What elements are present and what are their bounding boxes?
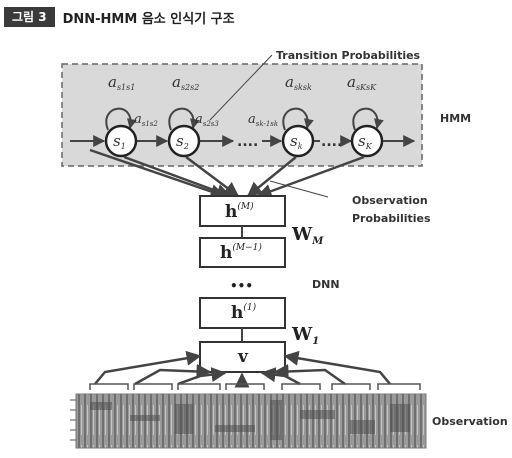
layer-h1-label: h(1) [231,302,257,323]
spectrogram-texture [90,400,410,440]
self-loop-s2 [168,107,200,131]
state-s1 [104,124,138,158]
observation-probabilities-label-1: Observation [352,194,428,207]
feature-arrow-2 [134,363,212,386]
layer-hM1 [199,237,286,268]
self-loop-label-k: asksk [285,73,312,92]
transition-probabilities-label: Transition Probabilities [276,49,421,62]
transition-label-1-2: as1s2 [134,112,158,128]
layer-v-label: v [237,347,249,367]
self-loop-sk [282,107,314,131]
observation-leader-line [269,180,329,198]
feature-arrow-3 [177,367,227,386]
state-sK [350,124,384,158]
layer-ellipsis: ••• [230,279,253,293]
state-s2 [167,124,201,158]
transition-label-2-3: as2s3 [195,112,219,128]
observation-probabilities-label-2: Probabilities [352,212,431,225]
state-label-s2: s2 [176,132,189,151]
chain-ellipsis-2: .... [321,134,342,150]
feature-arrow-1 [94,350,202,385]
layer-hM1-label: h(M−1) [220,242,262,263]
self-loop-sK [352,107,384,131]
dnn-label: DNN [312,278,340,291]
emission-arrow-sK [256,155,365,199]
emission-arrow-sk [246,156,297,197]
hmm-label: HMM [440,112,471,125]
spectrogram-axis-ticks [70,399,76,441]
weight-WM: WM [291,224,324,247]
figure-caption: 그림 3 DNN-HMM 음소 인식기 구조 [4,6,235,28]
emission-arrow-0 [89,148,226,199]
figure-title: DNN-HMM 음소 인식기 구조 [62,11,235,27]
layer-v [199,341,286,373]
feature-arrow-7 [283,350,391,385]
transition-leader-line [209,54,273,121]
layer-h1 [199,297,286,329]
layer-hM-label: h(M) [225,201,254,222]
feature-arrow-6 [273,363,346,386]
observation-label: Observation [432,415,508,428]
state-label-sk: sk [290,132,303,151]
state-label-sK: sK [358,132,373,151]
feature-arrow-5 [260,367,301,386]
state-sk [281,124,315,158]
figure-label: 그림 3 [4,7,55,27]
self-loop-label-K: asKsK [347,73,377,92]
transition-label-k: ask-1sk [248,112,278,128]
chain-ellipsis: .... [237,134,258,150]
self-loop-s1 [105,107,137,131]
emission-arrow-s1 [123,155,232,199]
weight-W1: W1 [291,324,319,347]
frame-brackets [89,383,421,390]
state-label-s1: s1 [113,132,126,151]
self-loop-label-1: as1s1 [108,73,135,92]
self-loop-label-2: as2s2 [172,73,199,92]
emission-arrow-s2 [185,156,240,197]
